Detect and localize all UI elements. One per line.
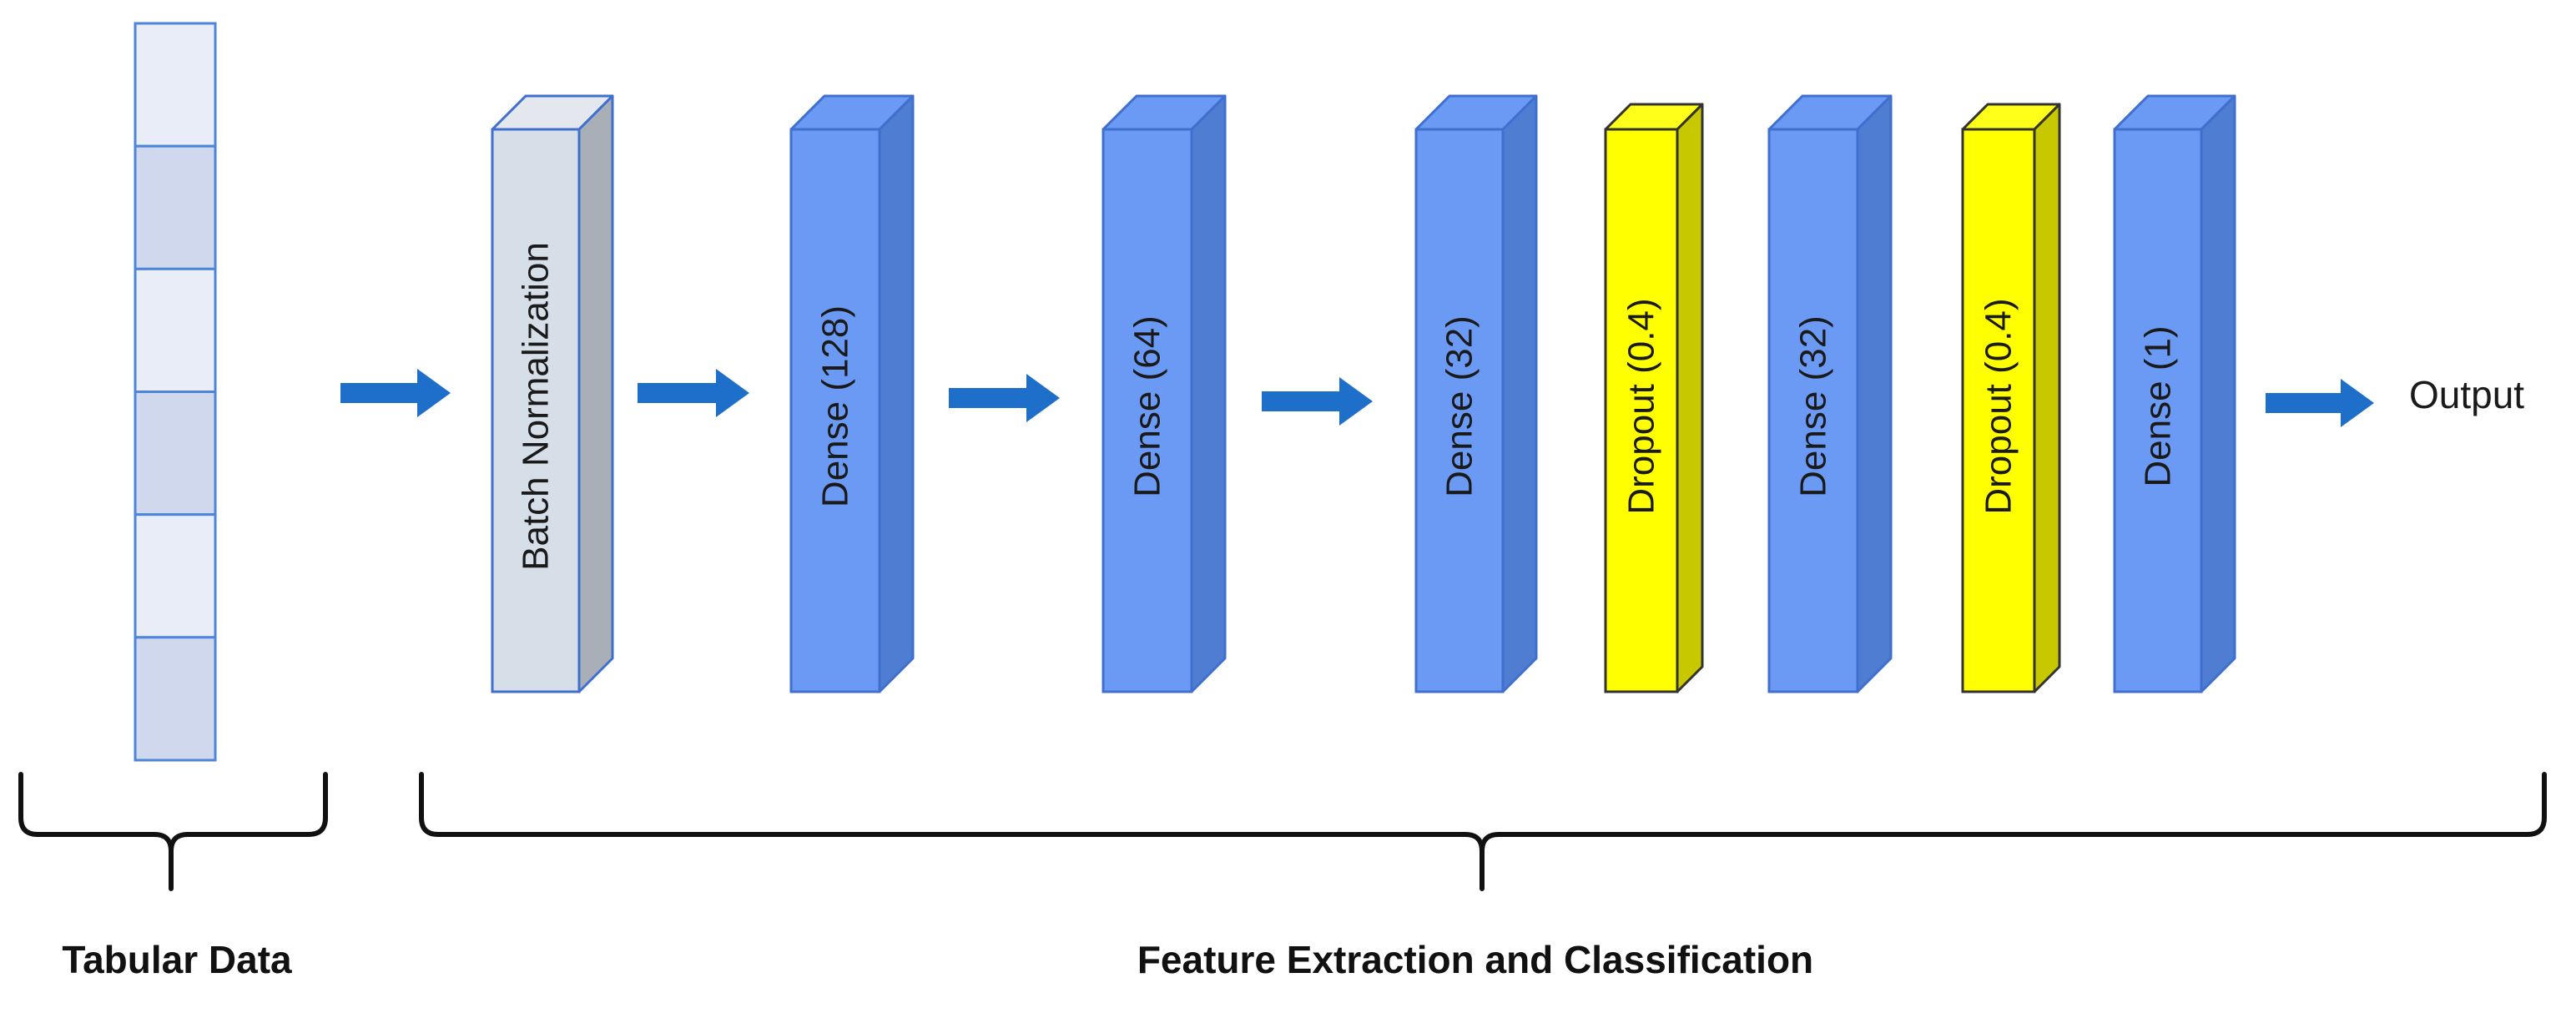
feature-extraction-label: Feature Extraction and Classification <box>1137 938 1813 981</box>
layer-front-face <box>1961 128 2036 693</box>
layer-label: Dense (32) <box>1439 315 1480 497</box>
tabular-data-input-column <box>134 22 217 762</box>
layer-dense-4: Dense (32) <box>1414 94 1538 693</box>
group-braces <box>18 772 2547 891</box>
output-label: Output <box>2409 373 2524 416</box>
layer-side-face <box>1856 94 1893 693</box>
layer-dropout-7: Dropout (0.4) <box>1961 103 2061 693</box>
flow-arrow <box>340 369 451 417</box>
layer-side-face <box>1501 94 1538 693</box>
flow-arrow <box>638 369 749 417</box>
layer-label: Batch Normalization <box>516 242 557 571</box>
layer-label: Dense (128) <box>815 305 856 507</box>
input-cell <box>134 636 217 762</box>
layer-label: Dense (32) <box>1793 315 1834 497</box>
flow-arrow <box>949 374 1060 422</box>
tabular-data-label: Tabular Data <box>62 938 292 981</box>
layer-front-face <box>491 128 581 693</box>
layer-dense-6: Dense (32) <box>1767 94 1893 693</box>
layer-side-face <box>1190 94 1227 693</box>
layer-batchnorm-1: Batch Normalization <box>491 94 614 693</box>
layer-label: Dense (1) <box>2138 325 2179 486</box>
layer-side-face <box>2033 103 2061 693</box>
layer-front-face <box>2113 128 2203 693</box>
layer-side-face <box>577 94 614 693</box>
tabular-data-brace <box>18 772 328 891</box>
layer-side-face <box>1676 103 1704 693</box>
layer-dense-2: Dense (128) <box>789 94 915 693</box>
layer-front-face <box>1604 128 1679 693</box>
input-cell <box>134 391 217 517</box>
layer-front-face <box>1767 128 1859 693</box>
layer-label: Dropout (0.4) <box>1621 298 1662 514</box>
layer-side-face <box>2200 94 2236 693</box>
feature-extraction-brace <box>419 772 2547 891</box>
input-cell <box>134 513 217 639</box>
layer-dropout-5: Dropout (0.4) <box>1604 103 1704 693</box>
flow-arrow <box>1262 377 1373 426</box>
layer-front-face <box>1101 128 1193 693</box>
layer-dense-3: Dense (64) <box>1101 94 1227 693</box>
layer-label: Dense (64) <box>1127 315 1168 497</box>
layer-front-face <box>1414 128 1505 693</box>
layer-dense-8: Dense (1) <box>2113 94 2236 693</box>
layer-label: Dropout (0.4) <box>1979 298 2019 514</box>
input-cell <box>134 22 217 148</box>
input-cell <box>134 144 217 270</box>
flow-arrows <box>340 369 2374 427</box>
layer-front-face <box>789 128 881 693</box>
layer-stack: Batch Normalization Dense (128) Dense (64)… <box>491 94 2236 693</box>
layer-side-face <box>878 94 915 693</box>
flow-arrow <box>2266 379 2374 427</box>
input-cell <box>134 267 217 394</box>
